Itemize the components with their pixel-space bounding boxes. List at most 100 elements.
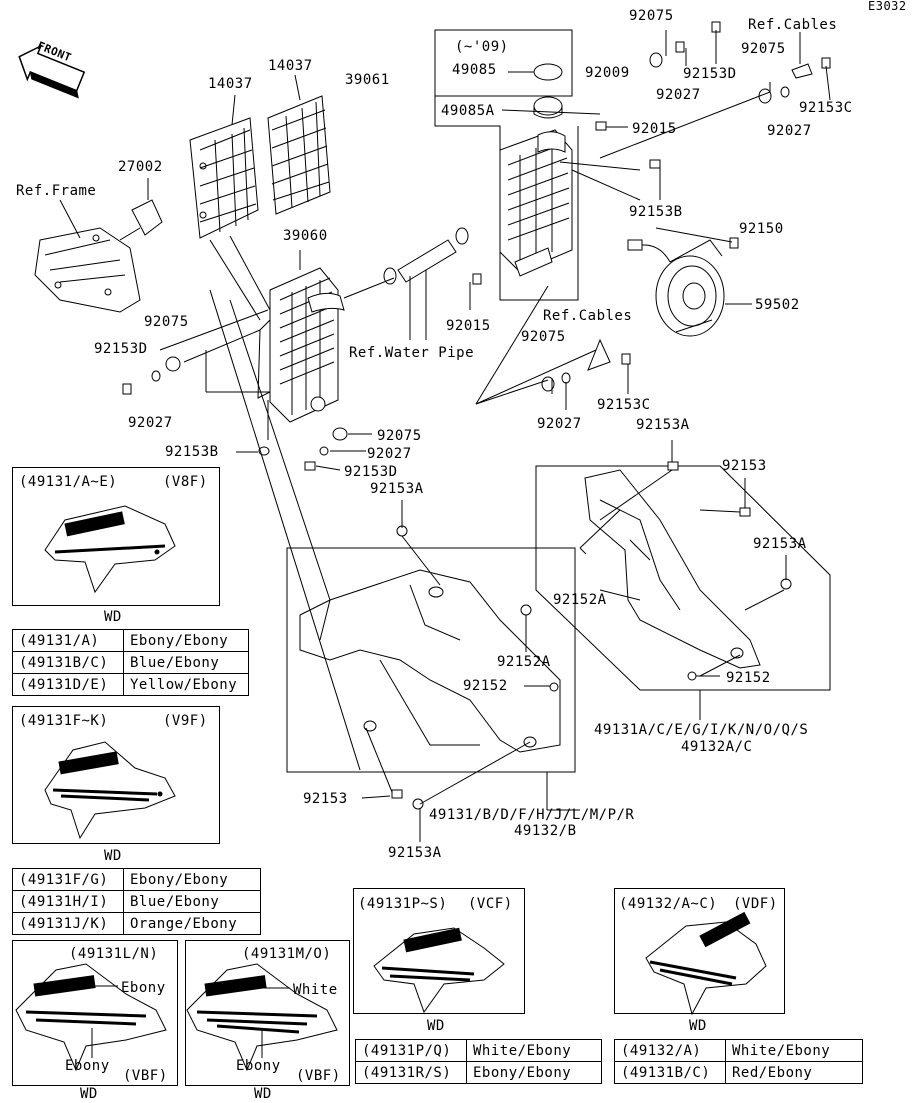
- year-note: (~'09): [455, 39, 509, 55]
- part-number-92153B[interactable]: 92153B: [165, 444, 219, 460]
- part-number-92152A[interactable]: 92152A: [497, 654, 551, 670]
- inset-code: (V9F): [163, 713, 208, 729]
- radiator-right-shape: [499, 129, 573, 277]
- table-cell-code: (49132/A): [614, 1039, 726, 1062]
- part-number-92152A[interactable]: 92152A: [553, 592, 607, 608]
- table-row: (49131/A)Ebony/Ebony: [12, 629, 249, 652]
- inset-title: (49131F~K): [19, 713, 109, 729]
- inset-shroud-2: [44, 741, 176, 840]
- group-label-left-2[interactable]: 49132/B: [514, 823, 577, 839]
- part-number-92009[interactable]: 92009: [585, 65, 630, 81]
- table-cell-color: Blue/Ebony: [123, 890, 261, 913]
- inset-wd-label: WD: [254, 1086, 272, 1102]
- inset-shroud-3: [15, 963, 167, 1072]
- part-number-14037[interactable]: 14037: [268, 58, 313, 74]
- color-table-3: (49131P/Q)White/Ebony (49131R/S)Ebony/Eb…: [355, 1039, 602, 1084]
- table-cell-color: Red/Ebony: [725, 1061, 863, 1084]
- part-number-92027[interactable]: 92027: [767, 123, 812, 139]
- part-number-92153C[interactable]: 92153C: [799, 100, 853, 116]
- part-number-59502[interactable]: 59502: [755, 297, 800, 313]
- inset-box-6: (49132/A~C) (VDF): [614, 888, 785, 1014]
- inset-wd-label: WD: [689, 1018, 707, 1034]
- part-number-92075[interactable]: 92075: [377, 428, 422, 444]
- inset-title: (49131L/N): [69, 946, 159, 962]
- part-number-92027[interactable]: 92027: [128, 415, 173, 431]
- part-number-92015[interactable]: 92015: [446, 318, 491, 334]
- part-number-92027[interactable]: 92027: [656, 87, 701, 103]
- part-number-92153A[interactable]: 92153A: [370, 481, 424, 497]
- inset-title: (49131M/O): [242, 946, 332, 962]
- inset-wd-label: WD: [104, 609, 122, 625]
- table-row: (49132/A)White/Ebony: [614, 1039, 863, 1062]
- group-label-right-2[interactable]: 49132A/C: [681, 739, 753, 755]
- part-number-92153B[interactable]: 92153B: [629, 204, 683, 220]
- fan-assembly-shape: [627, 239, 725, 337]
- part-number-92153A[interactable]: 92153A: [636, 417, 690, 433]
- part-number-39061[interactable]: 39061: [345, 72, 390, 88]
- color-table-1: (49131/A)Ebony/Ebony (49131B/C)Blue/Ebon…: [12, 629, 249, 696]
- radiator-cap-shape: [533, 63, 563, 119]
- part-number-92027[interactable]: 92027: [537, 416, 582, 432]
- inset-note-top: White: [293, 982, 338, 998]
- part-number-92075[interactable]: 92075: [741, 41, 786, 57]
- part-number-92075[interactable]: 92075: [629, 8, 674, 24]
- inset-note-bottom: Ebony: [236, 1058, 281, 1074]
- diagram-code: E3032: [868, 0, 907, 13]
- part-number-92153C[interactable]: 92153C: [597, 397, 651, 413]
- leader-lines: [159, 29, 831, 842]
- part-number-92153D[interactable]: 92153D: [94, 341, 148, 357]
- table-cell-color: Yellow/Ebony: [123, 673, 249, 696]
- table-cell-color: White/Ebony: [725, 1039, 863, 1062]
- part-number-27002[interactable]: 27002: [118, 159, 163, 175]
- part-number-92015[interactable]: 92015: [632, 121, 677, 137]
- front-arrow: [18, 44, 86, 99]
- part-number-49085A[interactable]: 49085A: [441, 103, 495, 119]
- part-number-92152[interactable]: 92152: [463, 678, 508, 694]
- inset-wd-label: WD: [104, 848, 122, 864]
- part-number-92075[interactable]: 92075: [144, 314, 189, 330]
- part-number-92153[interactable]: 92153: [303, 791, 348, 807]
- table-cell-color: Orange/Ebony: [123, 912, 261, 935]
- radiator-shroud-right-shape: [267, 95, 331, 215]
- table-cell-code: (49131B/C): [12, 651, 124, 674]
- table-cell-code: (49131H/I): [12, 890, 124, 913]
- water-pipe-shape: [383, 227, 469, 285]
- part-number-92153D[interactable]: 92153D: [683, 66, 737, 82]
- inset-title: (49131P~S): [358, 896, 448, 912]
- table-row: (49131B/C)Blue/Ebony: [12, 651, 249, 674]
- part-number-49085[interactable]: 49085: [452, 62, 497, 78]
- part-number-92152[interactable]: 92152: [726, 670, 771, 686]
- inset-box-1: (49131/A~E) (V8F): [12, 467, 220, 606]
- table-cell-code: (49131P/Q): [355, 1039, 467, 1062]
- inset-code: (VDF): [733, 896, 778, 912]
- table-cell-color: White/Ebony: [466, 1039, 602, 1062]
- part-number-92027[interactable]: 92027: [367, 446, 412, 462]
- radiator-left-shape: [257, 267, 345, 423]
- table-row: (49131R/S)Ebony/Ebony: [355, 1061, 602, 1084]
- inset-box-4: (49131M/O) White Ebony (VBF): [185, 940, 350, 1086]
- inset-box-3: (49131L/N) Ebony Ebony (VBF): [12, 940, 178, 1086]
- inset-shroud-1: [44, 505, 176, 594]
- inset-shroud-5: [373, 927, 505, 1014]
- table-row: (49131J/K)Orange/Ebony: [12, 912, 261, 935]
- part-number-92153D[interactable]: 92153D: [344, 464, 398, 480]
- part-number-39060[interactable]: 39060: [283, 228, 328, 244]
- part-number-92075[interactable]: 92075: [521, 329, 566, 345]
- part-number-14037[interactable]: 14037: [208, 76, 253, 92]
- part-number-92153A[interactable]: 92153A: [753, 536, 807, 552]
- inset-code: (VBF): [123, 1068, 168, 1084]
- inset-box-2: (49131F~K) (V9F): [12, 706, 220, 844]
- table-cell-color: Ebony/Ebony: [123, 868, 261, 891]
- table-cell-code: (49131J/K): [12, 912, 124, 935]
- group-label-right-1[interactable]: 49131A/C/E/G/I/K/N/O/Q/S: [594, 722, 809, 738]
- shroud-right-main-shape: [584, 469, 761, 669]
- part-number-92153[interactable]: 92153: [722, 458, 767, 474]
- group-label-left-1[interactable]: 49131/B/D/F/H/J/L/M/P/R: [429, 807, 635, 823]
- shroud-left-main-shape: [299, 569, 561, 753]
- table-row: (49131B/C)Red/Ebony: [614, 1061, 863, 1084]
- inset-shroud-4: [186, 963, 338, 1072]
- inset-title: (49132/A~C): [619, 896, 718, 912]
- table-cell-code: (49131B/C): [614, 1061, 726, 1084]
- part-number-92150[interactable]: 92150: [739, 221, 784, 237]
- part-number-92153A[interactable]: 92153A: [388, 845, 442, 861]
